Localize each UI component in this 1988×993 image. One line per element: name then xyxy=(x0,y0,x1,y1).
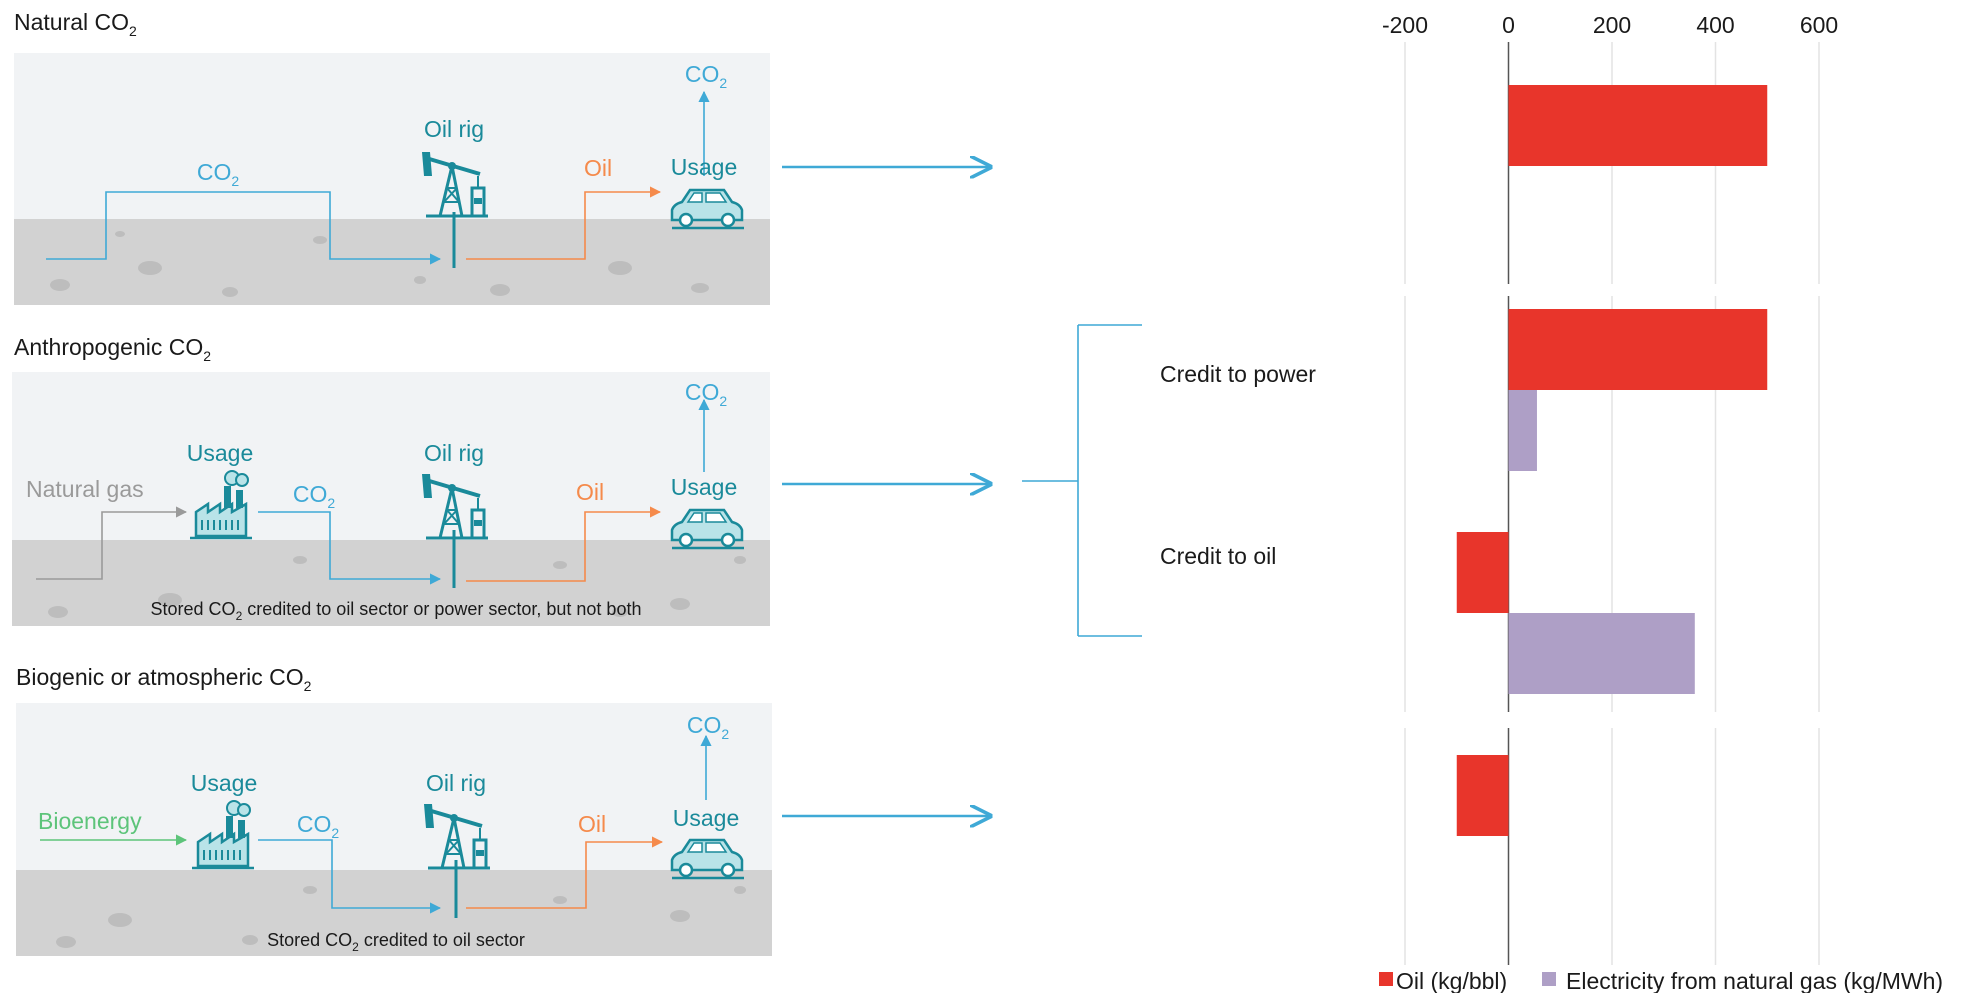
ground-area xyxy=(14,219,770,305)
oil-flow xyxy=(466,186,662,260)
ground-pebbles xyxy=(48,556,746,618)
oil-rig-label: Oil rig xyxy=(424,440,484,466)
credit-bracket xyxy=(1022,324,1142,637)
oil-flow xyxy=(466,836,664,909)
legend-swatch-electricity xyxy=(1542,972,1556,986)
natural-gas-label: Natural gas xyxy=(26,476,144,502)
usage-factory-label: Usage xyxy=(191,770,257,796)
sky-area xyxy=(16,703,772,870)
usage-label: Usage xyxy=(673,805,739,831)
bioenergy-label: Bioenergy xyxy=(38,808,142,834)
bar-electricity xyxy=(1508,390,1537,471)
legend: Oil (kg/bbl) Electricity from natural ga… xyxy=(1379,968,1943,993)
bar-chart: -200 0 200 400 600 xyxy=(1382,12,1838,965)
x-tick-label: 200 xyxy=(1593,12,1631,38)
panel-title: Biogenic or atmospheric CO2 xyxy=(16,664,312,694)
credit-to-power-label: Credit to power xyxy=(1160,361,1316,387)
credit-to-oil-label: Credit to oil xyxy=(1160,543,1276,569)
usage-label: Usage xyxy=(671,474,737,500)
natural-gas-flow xyxy=(36,506,188,580)
bar-oil xyxy=(1456,755,1509,836)
co2-top-label: CO2 xyxy=(685,379,728,409)
bar-oil xyxy=(1508,309,1768,390)
usage-label: Usage xyxy=(671,154,737,180)
co2-injection-flow xyxy=(258,839,442,914)
bar-oil xyxy=(1508,85,1768,166)
panel-anthropogenic: Anthropogenic CO2 Natural gas Usage Oil … xyxy=(12,334,990,626)
sky-area xyxy=(12,372,770,540)
legend-label-oil: Oil (kg/bbl) xyxy=(1396,968,1507,993)
panel-biogenic: Biogenic or atmospheric CO2 Bioenergy Us… xyxy=(16,664,990,956)
ground-pebbles xyxy=(56,886,746,948)
x-tick-label: 600 xyxy=(1800,12,1838,38)
bar-oil xyxy=(1456,532,1509,613)
oil-label: Oil xyxy=(576,479,604,505)
oil-rig-label: Oil rig xyxy=(424,116,484,142)
ground-area xyxy=(12,540,770,626)
sky-area xyxy=(14,53,770,219)
storage-note: Stored CO2 credited to oil sector xyxy=(267,930,525,954)
co2-top-label: CO2 xyxy=(685,61,728,91)
panel-title: Natural CO2 xyxy=(14,9,137,39)
legend-swatch-oil xyxy=(1379,972,1393,986)
storage-note: Stored CO2 credited to oil sector or pow… xyxy=(151,599,642,623)
x-tick-label: 0 xyxy=(1502,12,1515,38)
panel-natural: Natural CO2 Oil rig Usage Oil CO2 CO2 xyxy=(14,9,990,305)
oil-label: Oil xyxy=(584,155,612,181)
co2-top-label: CO2 xyxy=(687,712,730,742)
usage-factory-label: Usage xyxy=(187,440,253,466)
legend-label-electricity: Electricity from natural gas (kg/MWh) xyxy=(1566,968,1943,993)
x-tick-label: 400 xyxy=(1696,12,1734,38)
panel-title: Anthropogenic CO2 xyxy=(14,334,211,364)
bar-electricity xyxy=(1508,613,1695,694)
co2-injection-flow xyxy=(258,511,442,585)
oil-flow xyxy=(466,506,662,582)
oil-rig-label: Oil rig xyxy=(426,770,486,796)
co2-mid-label: CO2 xyxy=(293,481,336,511)
co2-injection-flow xyxy=(46,191,442,265)
ground-pebbles xyxy=(50,231,709,297)
x-tick-label: -200 xyxy=(1382,12,1428,38)
co2-mid-label: CO2 xyxy=(297,811,340,841)
oil-label: Oil xyxy=(578,811,606,837)
ground-area xyxy=(16,870,772,956)
co2-mid-label: CO2 xyxy=(197,159,240,189)
